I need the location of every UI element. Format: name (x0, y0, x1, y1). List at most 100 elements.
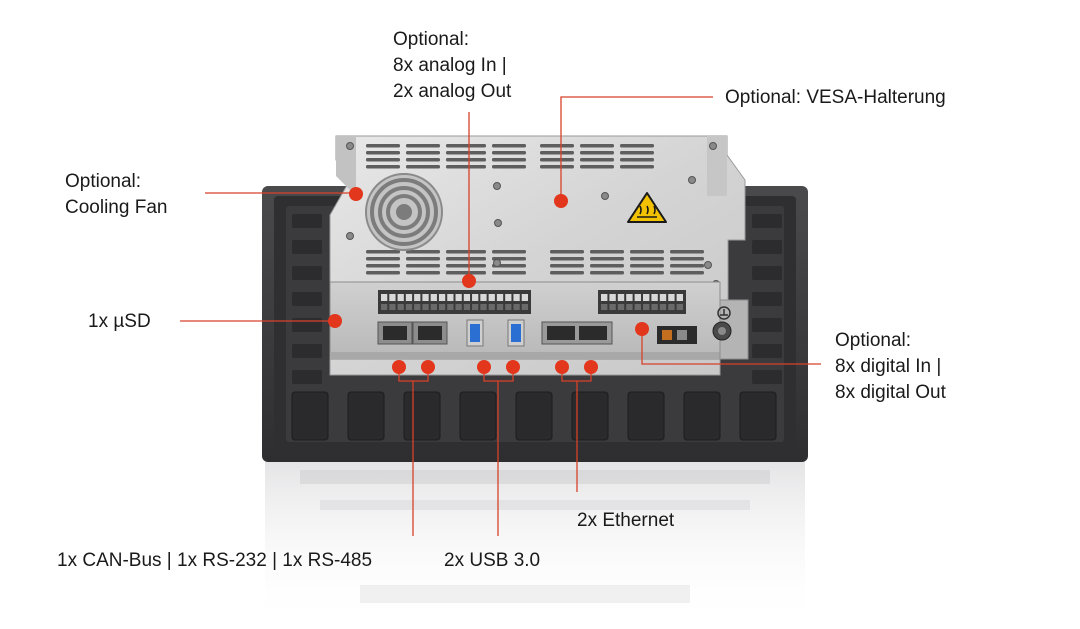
vent-slot (366, 264, 400, 268)
terminal-pin (668, 294, 675, 301)
mounting-clip (292, 240, 322, 254)
terminal-screw (505, 304, 512, 310)
vent-slot (670, 271, 704, 275)
screw (493, 259, 501, 267)
marker-eth-2 (584, 360, 598, 374)
mounting-clip (752, 292, 782, 306)
terminal-pin (438, 294, 446, 301)
terminal-screw (438, 304, 446, 310)
terminal-pin (405, 294, 413, 301)
mounting-clip (292, 370, 322, 384)
terminal-block-analog (378, 290, 531, 314)
terminal-pin (676, 294, 683, 301)
terminal-pin (455, 294, 462, 301)
label-line: 2x USB 3.0 (444, 550, 541, 571)
screw (494, 219, 502, 227)
mounting-clip (347, 391, 385, 441)
vent-slot (492, 271, 526, 275)
terminal-screw (626, 304, 633, 310)
vent-slots (366, 144, 704, 275)
screws (346, 142, 720, 288)
mounting-clip (739, 391, 777, 441)
vent-slot (580, 144, 614, 148)
vent-slot (366, 271, 400, 275)
terminal-screw (455, 304, 462, 310)
terminal-pin (397, 294, 404, 301)
label-line: 8x digital Out (835, 382, 946, 403)
terminal-screw (405, 304, 413, 310)
fan-icon (365, 173, 443, 251)
marker-usb-2 (506, 360, 520, 374)
screw (346, 142, 354, 150)
vent-slot (590, 271, 624, 275)
vent-slot (406, 158, 440, 162)
terminal-screw (480, 304, 487, 310)
marker-usd (328, 314, 342, 328)
terminal-screw (651, 304, 658, 310)
mounting-clips (291, 214, 782, 441)
terminal-pin (414, 294, 421, 301)
callout-markers (328, 187, 649, 374)
mounting-clip (752, 344, 782, 358)
label-vesa-mount: Optional: VESA-Halterung (725, 85, 946, 111)
label-cooling-fan: Optional:Cooling Fan (65, 169, 167, 221)
vent-slot (670, 250, 704, 254)
vent-slot (492, 144, 526, 148)
label-line: 1x CAN-Bus | 1x RS-232 | 1x RS-485 (57, 550, 373, 571)
screw (601, 192, 609, 200)
label-ethernet: 2x Ethernet (577, 508, 674, 534)
label-digital-io: Optional:8x digital In |8x digital Out (835, 328, 946, 406)
mounting-clip (292, 318, 322, 332)
vent-slot (620, 158, 654, 162)
terminal-pin (651, 294, 658, 301)
vent-slot (620, 144, 654, 148)
ground-icon (712, 306, 732, 341)
leader-lines (180, 96, 821, 536)
vent-slot (406, 250, 440, 254)
warning-hot-surface-icon (627, 192, 667, 223)
ethernet-ports (541, 321, 613, 345)
vent-slot (366, 257, 400, 261)
floor-reflection (265, 462, 805, 629)
mounting-clip (627, 391, 665, 441)
marker-vesa (554, 194, 568, 208)
label-line: Cooling Fan (65, 197, 168, 218)
label-line: Optional: (393, 29, 470, 50)
marker-digital (635, 322, 649, 336)
vent-slot (630, 264, 664, 268)
terminal-screw (659, 304, 667, 310)
vent-slot (550, 264, 584, 268)
usb-ports (466, 319, 525, 347)
terminal-pin (617, 294, 625, 301)
mounting-clip (292, 344, 322, 358)
vent-slot (492, 250, 526, 254)
mounting-clip (683, 391, 721, 441)
mounting-clip (752, 266, 782, 280)
vent-slot (406, 144, 440, 148)
vent-slot (580, 151, 614, 155)
terminal-screw (389, 304, 396, 310)
vent-slot (590, 257, 624, 261)
terminal-screw (617, 304, 625, 310)
vent-slot (492, 151, 526, 155)
vent-slot (406, 165, 440, 169)
vent-slot (630, 257, 664, 261)
label-micro-sd: 1x µSD (88, 309, 151, 335)
terminal-screw (676, 304, 683, 310)
terminal-pin (521, 294, 528, 301)
label-usb: 2x USB 3.0 (444, 548, 540, 574)
terminal-pin (422, 294, 429, 301)
marker-fan (349, 187, 363, 201)
marker-can-2 (421, 360, 435, 374)
vent-slot (550, 257, 584, 261)
terminal-screw (609, 304, 616, 310)
terminal-pin (472, 294, 479, 301)
label-line: 2x analog Out (393, 81, 512, 102)
screw (493, 182, 501, 190)
terminal-screw (634, 304, 641, 310)
vent-slot (540, 158, 574, 162)
label-line: 1x µSD (88, 311, 151, 332)
vent-slot (630, 250, 664, 254)
mounting-clip (292, 266, 322, 280)
terminal-pin (643, 294, 650, 301)
